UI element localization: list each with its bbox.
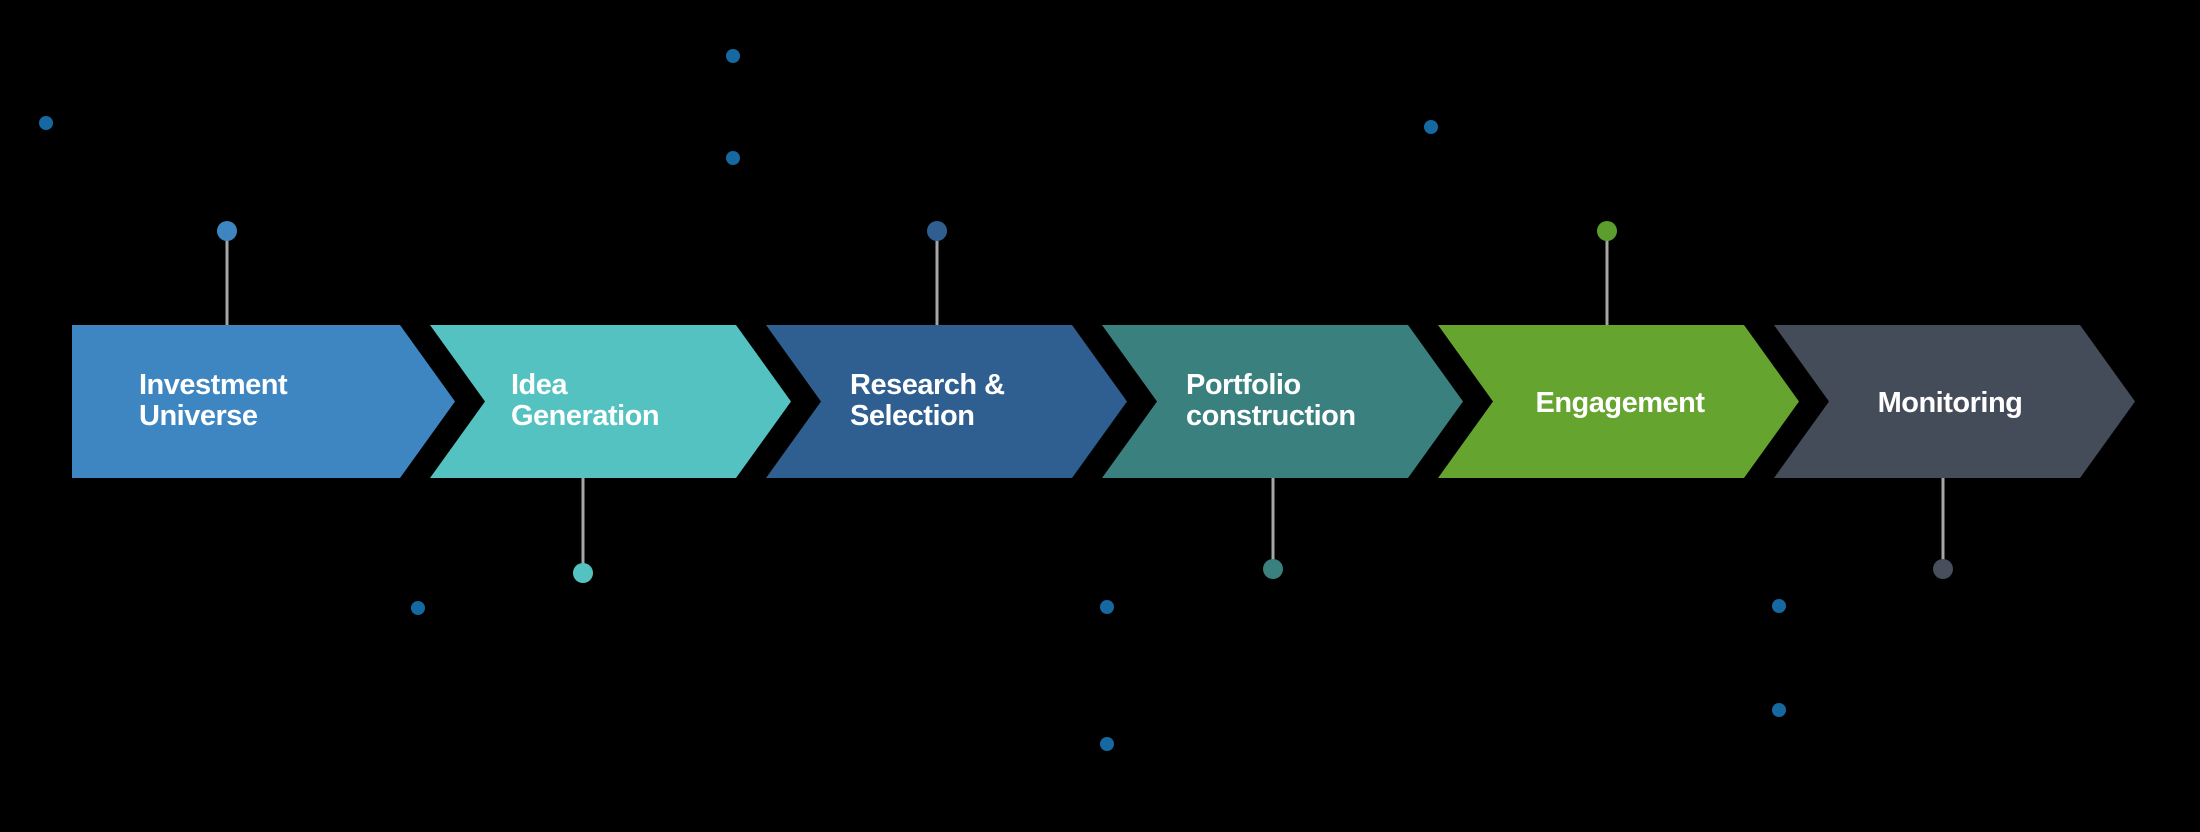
chevron-engagement bbox=[1438, 325, 1799, 478]
stage-label-line: Universe bbox=[139, 400, 258, 432]
decor-dot-6 bbox=[1772, 599, 1786, 613]
stage-label-research-selection: Research &Selection bbox=[850, 369, 1005, 432]
connector-dot-idea-generation bbox=[573, 563, 593, 583]
stage-label-line: Investment bbox=[139, 369, 288, 401]
connector-dot-portfolio-construction bbox=[1263, 559, 1283, 579]
chevron-investment-universe bbox=[72, 325, 455, 478]
decor-dot-4 bbox=[411, 601, 425, 615]
connector-dot-research-selection bbox=[927, 221, 947, 241]
chevron-portfolio-construction bbox=[1102, 325, 1463, 478]
stage-label-line: Selection bbox=[850, 400, 974, 432]
connector-dot-investment-universe bbox=[217, 221, 237, 241]
stage-label-line: construction bbox=[1186, 400, 1356, 432]
stage-label-line: Generation bbox=[511, 400, 659, 432]
decor-dot-1 bbox=[726, 49, 740, 63]
decor-dot-7 bbox=[1100, 737, 1114, 751]
decor-dot-5 bbox=[1100, 600, 1114, 614]
decor-dot-2 bbox=[726, 151, 740, 165]
connector-dot-monitoring bbox=[1933, 559, 1953, 579]
stage-label-line: Monitoring bbox=[1878, 387, 2023, 419]
stage-label-line: Research & bbox=[850, 369, 1005, 401]
chevron-idea-generation bbox=[430, 325, 791, 478]
stage-label-line: Idea bbox=[511, 369, 568, 401]
decor-dot-3 bbox=[1424, 120, 1438, 134]
chevron-research-selection bbox=[766, 325, 1127, 478]
chevron-monitoring bbox=[1774, 325, 2135, 478]
decor-dot-8 bbox=[1772, 703, 1786, 717]
stage-label-line: Engagement bbox=[1535, 387, 1705, 419]
stage-label-line: Portfolio bbox=[1186, 369, 1301, 401]
connector-dot-engagement bbox=[1597, 221, 1617, 241]
stage-label-engagement: Engagement bbox=[1535, 387, 1705, 419]
decor-dot-0 bbox=[39, 116, 53, 130]
stage-label-monitoring: Monitoring bbox=[1878, 387, 2023, 419]
